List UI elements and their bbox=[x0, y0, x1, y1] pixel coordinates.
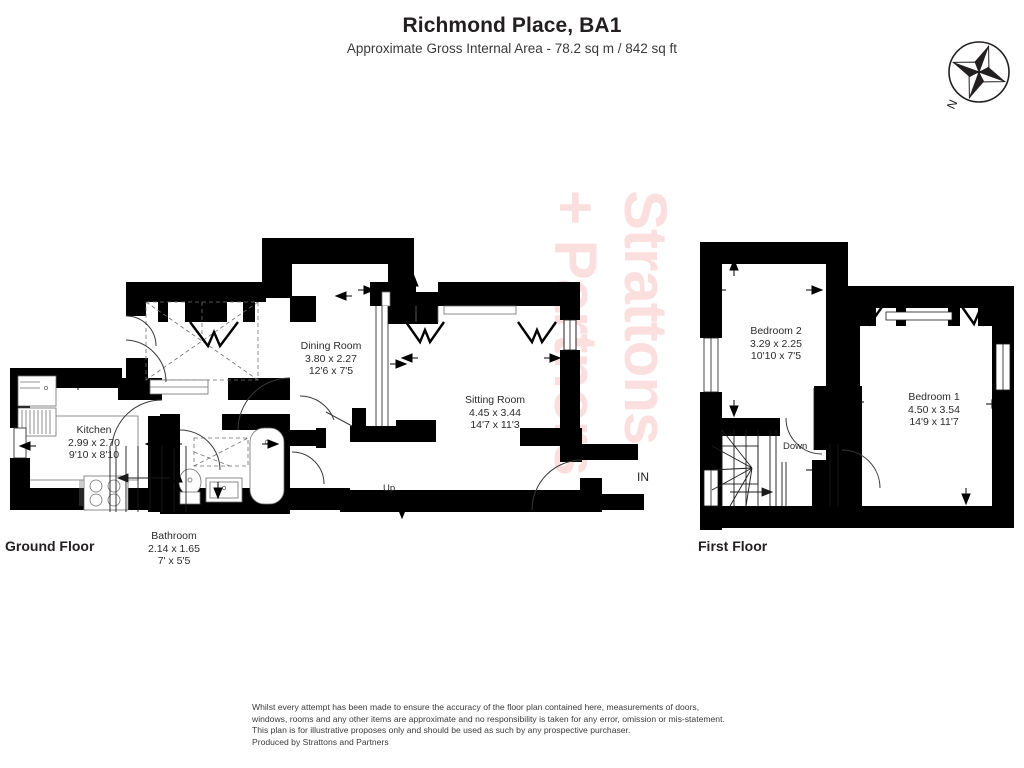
room-imperial: 10'10 x 7'5 bbox=[750, 350, 802, 363]
first-floor-caption: First Floor bbox=[698, 538, 768, 554]
disclaimer: Whilst every attempt has been made to en… bbox=[252, 702, 872, 748]
room-name: Kitchen bbox=[76, 424, 112, 436]
disclaimer-line-1: Whilst every attempt has been made to en… bbox=[252, 702, 700, 712]
disclaimer-line-4: Produced by Strattons and Partners bbox=[252, 736, 389, 747]
room-metric: 3.80 x 2.27 bbox=[305, 352, 357, 365]
stairs-down-label: Down bbox=[783, 441, 808, 452]
room-imperial: 12'6 x 7'5 bbox=[308, 365, 354, 378]
disclaimer-line-2: windows, rooms and any other items are a… bbox=[252, 713, 725, 724]
room-label-sitting-room: Sitting Room 4.45 x 3.44 14'7 x 11'3 bbox=[432, 394, 558, 432]
room-name: Dining Room bbox=[300, 340, 362, 352]
room-metric: 4.50 x 3.54 bbox=[908, 403, 960, 416]
room-label-bedroom-1: Bedroom 1 4.50 x 3.54 14'9 x 11'7 bbox=[872, 391, 996, 429]
ground-floor-caption: Ground Floor bbox=[5, 538, 95, 554]
room-label-dining-room: Dining Room 3.80 x 2.27 12'6 x 7'5 bbox=[273, 340, 389, 378]
page-title: Richmond Place, BA1 bbox=[402, 14, 622, 37]
page-subtitle: Approximate Gross Internal Area - 78.2 s… bbox=[346, 41, 678, 56]
room-imperial: 7' x 5'5 bbox=[157, 555, 191, 568]
room-metric: 2.99 x 2.70 bbox=[68, 436, 120, 449]
compass-north-label: N bbox=[944, 97, 960, 111]
room-metric: 2.14 x 1.65 bbox=[148, 542, 200, 555]
room-name: Sitting Room bbox=[464, 394, 526, 406]
first-floor-plan bbox=[690, 230, 1024, 540]
stairs-up-label: Up bbox=[383, 483, 396, 494]
room-name: Bedroom 2 bbox=[750, 325, 802, 337]
room-imperial: 14'9 x 11'7 bbox=[909, 416, 959, 429]
room-name: Bedroom 1 bbox=[908, 391, 960, 403]
ground-floor-plan bbox=[0, 230, 690, 540]
room-metric: 3.29 x 2.25 bbox=[750, 337, 802, 350]
room-label-bathroom: Bathroom 2.14 x 1.65 7' x 5'5 bbox=[118, 530, 230, 568]
room-imperial: 9'10 x 8'10 bbox=[68, 449, 120, 462]
room-metric: 4.45 x 3.44 bbox=[469, 406, 521, 419]
room-imperial: 14'7 x 11'3 bbox=[470, 419, 520, 432]
room-label-kitchen: Kitchen 2.99 x 2.70 9'10 x 8'10 bbox=[38, 424, 150, 462]
room-name: Bathroom bbox=[151, 530, 197, 542]
room-label-bedroom-2: Bedroom 2 3.29 x 2.25 10'10 x 7'5 bbox=[716, 325, 836, 363]
disclaimer-line-3: This plan is for illustrative proposes o… bbox=[252, 725, 631, 736]
entrance-label: IN bbox=[637, 470, 649, 484]
compass-rose-icon: N bbox=[941, 38, 1017, 114]
